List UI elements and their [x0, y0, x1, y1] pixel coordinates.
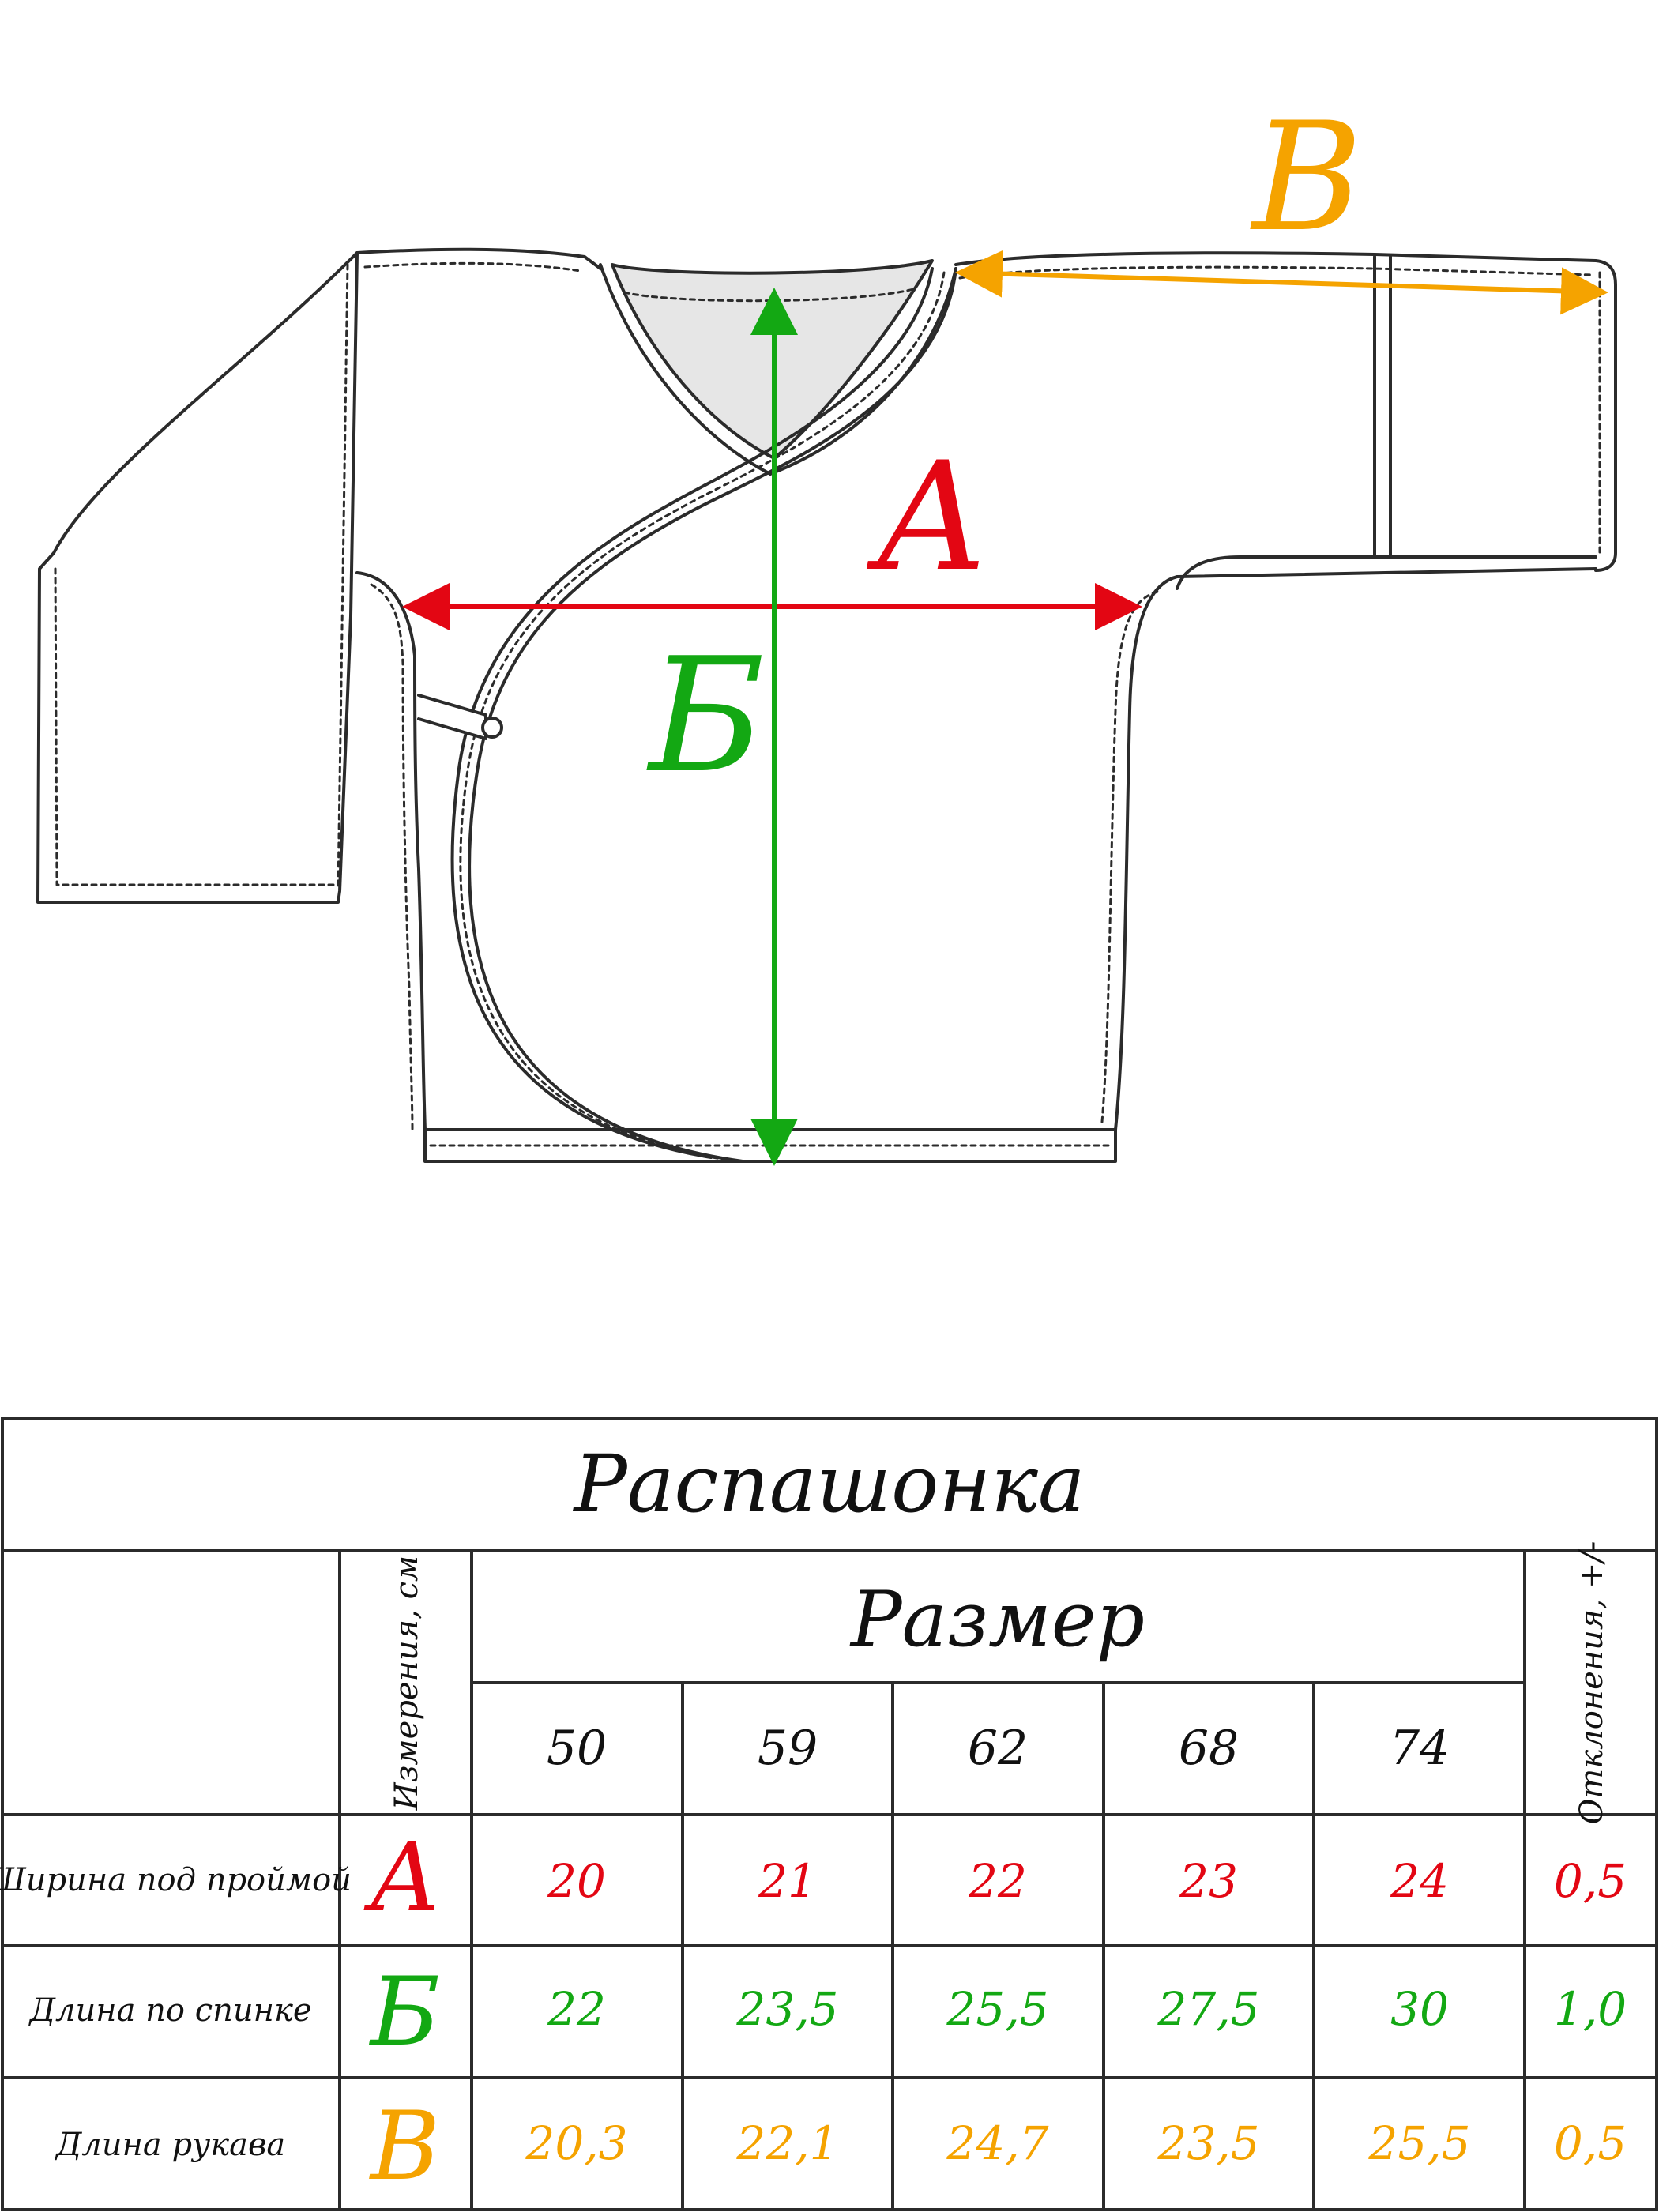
- right-sleeve-top: [954, 251, 1617, 572]
- body-left-side: [356, 571, 427, 1131]
- cell-v-74: 25,5: [1367, 2116, 1470, 2170]
- left-sleeve: [36, 251, 359, 904]
- cell-v-62: 24,7: [946, 2116, 1048, 2170]
- front-wrap-stitch: [459, 271, 946, 1161]
- row-name-back-length: Длина по спинке: [28, 1992, 311, 2029]
- size-col-59: 59: [758, 1721, 818, 1776]
- table-title: Распашонка: [572, 1438, 1085, 1530]
- snap-button: [481, 717, 503, 739]
- cell-a-deviation: 0,5: [1554, 1854, 1627, 1908]
- size-col-50: 50: [547, 1721, 607, 1776]
- size-col-62: 62: [968, 1721, 1028, 1776]
- measure-header: Измерения, см: [389, 1556, 425, 1811]
- front-wrap-edge-inner: [450, 267, 934, 1159]
- row-name-width: Ширина под проймой: [0, 1862, 352, 1898]
- size-col-68: 68: [1179, 1721, 1239, 1776]
- cell-a-74: 24: [1390, 1854, 1449, 1908]
- cell-b-62: 25,5: [946, 1982, 1048, 2036]
- cell-a-59: 21: [758, 1854, 817, 1908]
- deviation-header: Отклонения, +/-: [1574, 1541, 1610, 1825]
- cell-b-74: 30: [1390, 1982, 1449, 2036]
- cell-b-68: 27,5: [1157, 1982, 1259, 2036]
- table-row: Длина по спинке Б 22 23,5 25,5 27,5 30 1…: [28, 1958, 1627, 2067]
- size-columns: 50 59 62 68 74: [547, 1721, 1450, 1776]
- left-shoulder-stitch: [363, 261, 582, 273]
- cell-b-59: 23,5: [735, 1982, 838, 2036]
- table-row: Ширина под проймой А 20 21 22 23 24 0,5: [0, 1823, 1627, 1933]
- garment-diagram: А Б В: [36, 90, 1617, 1166]
- cell-b-50: 22: [547, 1982, 606, 2036]
- cell-v-59: 22,1: [735, 2116, 838, 2170]
- row-mark-b: Б: [369, 1958, 440, 2067]
- body-left-stitch: [370, 583, 414, 1131]
- size-col-74: 74: [1390, 1721, 1450, 1776]
- measure-label-a: А: [866, 430, 989, 604]
- neckband-left: [599, 263, 772, 476]
- left-shoulder: [356, 247, 602, 270]
- garment-outline: [36, 247, 1617, 1163]
- row-name-sleeve-length: Длина рукава: [55, 2127, 285, 2163]
- cell-v-68: 23,5: [1157, 2116, 1259, 2170]
- table-grid: [1, 1417, 1658, 2211]
- size-table: Распашонка Размер Измерения, см Отклонен…: [0, 1417, 1658, 2211]
- left-sleeve-seam: [337, 263, 349, 890]
- measure-label-b: Б: [646, 624, 766, 808]
- cell-a-50: 20: [547, 1854, 606, 1908]
- measure-label-v: В: [1250, 90, 1363, 265]
- cell-v-deviation: 0,5: [1554, 2116, 1627, 2170]
- cell-v-50: 20,3: [525, 2116, 627, 2170]
- table-row: Длина рукава В 20,3 22,1 24,7 23,5 25,5 …: [55, 2092, 1627, 2202]
- left-sleeve-cuff-seam: [54, 567, 340, 886]
- row-mark-v: В: [369, 2092, 440, 2202]
- right-sleeve-bottom: [1176, 555, 1597, 590]
- size-header: Размер: [849, 1575, 1145, 1664]
- front-wrap-edge: [468, 267, 957, 1163]
- measure-arrow-v: [955, 250, 1608, 315]
- row-mark-a: А: [363, 1823, 442, 1933]
- body-right-side: [1114, 567, 1597, 1131]
- cell-a-68: 23: [1179, 1854, 1238, 1908]
- cell-a-62: 22: [968, 1854, 1027, 1908]
- cell-b-deviation: 1,0: [1554, 1982, 1627, 2036]
- neckband-right: [769, 267, 957, 476]
